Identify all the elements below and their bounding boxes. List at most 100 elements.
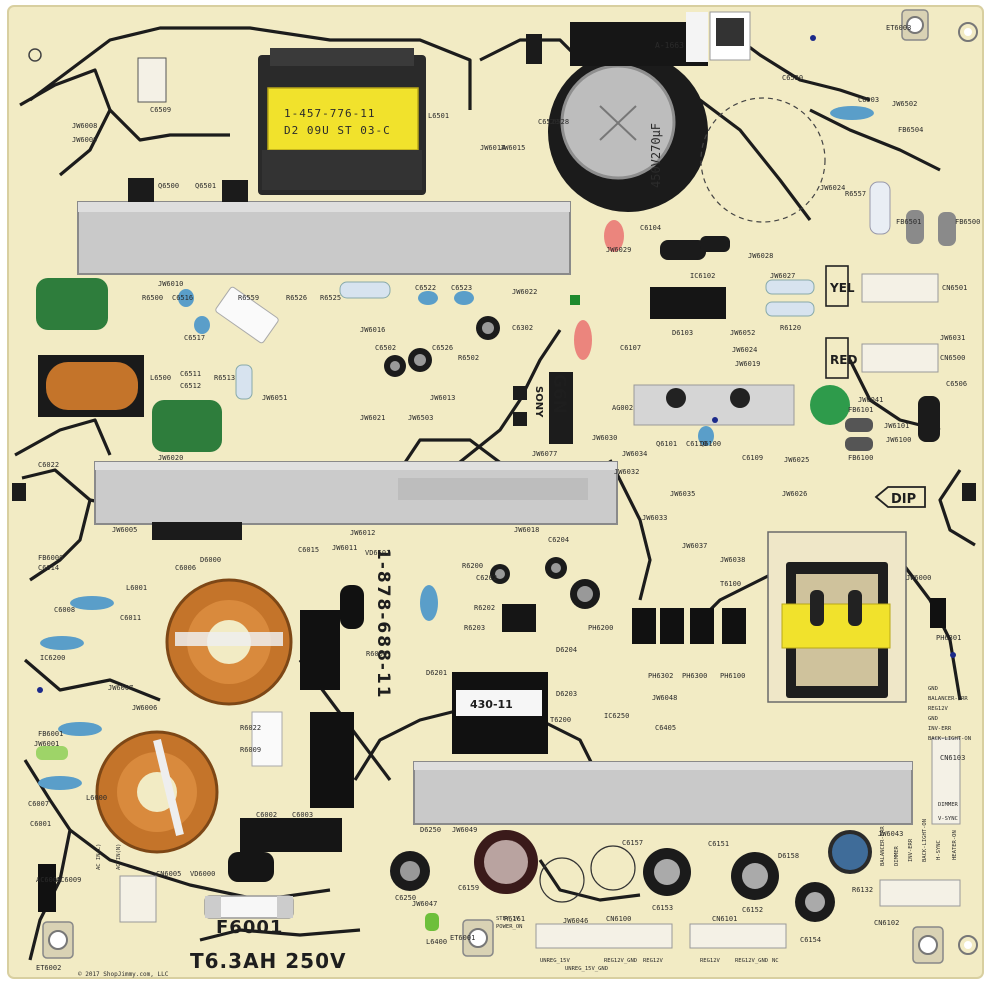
ref-designator: C6204 bbox=[548, 536, 569, 544]
ref-designator: L6501 bbox=[428, 112, 449, 120]
ref-designator: D6201 bbox=[426, 669, 447, 677]
ref-designator: JW6024 bbox=[732, 346, 757, 354]
ref-designator: JW6010 bbox=[158, 280, 183, 288]
board-markers bbox=[12, 35, 976, 693]
connectors bbox=[38, 57, 961, 949]
ref-designator: JW6026 bbox=[782, 490, 807, 498]
main-transformer bbox=[258, 48, 426, 195]
ref-designator: L6000 bbox=[86, 794, 107, 802]
ref-designator: PH6300 bbox=[682, 672, 707, 680]
fuse-reference: F6001 bbox=[216, 917, 283, 938]
fuse-rating: T6.3AH 250V bbox=[190, 949, 346, 973]
axial-resistors bbox=[36, 181, 956, 931]
connector-pin-label: DIMMER bbox=[894, 845, 900, 866]
ref-designator: JW6047 bbox=[412, 900, 437, 908]
heatsinks bbox=[77, 201, 913, 825]
barcode-label: A-1663 bbox=[655, 41, 684, 50]
ref-designator: JW6025 bbox=[784, 456, 809, 464]
y-capacitors bbox=[38, 106, 874, 790]
connector-pin-label: INV-ERR bbox=[908, 838, 914, 862]
ref-designator: PH6301 bbox=[936, 634, 961, 642]
ref-designator: D6000 bbox=[200, 556, 221, 564]
ref-designator: C6509 bbox=[150, 106, 171, 114]
transformer-label-line2: D2 09U ST 03-C bbox=[284, 124, 391, 137]
ref-designator: C6202 bbox=[476, 574, 497, 582]
ref-designator: R6161 bbox=[504, 915, 525, 923]
ref-designator: C6002 bbox=[256, 811, 277, 819]
ref-designator: D6250 bbox=[420, 826, 441, 834]
ref-designator: R6200 bbox=[462, 562, 483, 570]
ref-designator: JW6030 bbox=[592, 434, 617, 442]
ref-designator: PH6100 bbox=[720, 672, 745, 680]
ref-designator: JW6043 bbox=[878, 830, 903, 838]
ref-designator: C6511 bbox=[180, 370, 201, 378]
ref-designator: JW6077 bbox=[532, 450, 557, 458]
connector-pin-label: REG12V_GND bbox=[604, 958, 637, 964]
ref-designator: IC6200 bbox=[40, 654, 65, 662]
ref-designator: JW6031 bbox=[940, 334, 965, 342]
ref-designator: C6302 bbox=[512, 324, 533, 332]
connector-pin-label: BALANCER-ERR bbox=[928, 696, 968, 702]
ref-designator: R6009 bbox=[240, 746, 261, 754]
ref-designator: JW6019 bbox=[735, 360, 760, 368]
ref-designator: JW6007 bbox=[108, 684, 133, 692]
ref-designator: JW6016 bbox=[360, 326, 385, 334]
ref-designator: JW6011 bbox=[332, 544, 357, 552]
ref-designator: JW6014 bbox=[480, 144, 505, 152]
ref-designator: ET6002 bbox=[36, 964, 61, 972]
ref-designator: JW6006 bbox=[132, 704, 157, 712]
ref-designator: AG002 bbox=[612, 404, 633, 412]
ref-designator: R6132 bbox=[852, 886, 873, 894]
standby-transformer bbox=[767, 531, 907, 703]
ref-designator: CN6005 bbox=[156, 870, 181, 878]
ref-designator: JW6020 bbox=[158, 454, 183, 462]
ref-designator: C6151 bbox=[708, 840, 729, 848]
ref-designator: FB6500 bbox=[955, 218, 980, 226]
connector-pin-label: BALANCER-ERR bbox=[880, 826, 886, 866]
power-resistors bbox=[215, 286, 283, 767]
ref-designator: JW6100 bbox=[886, 436, 911, 444]
ref-designator: VD6501 bbox=[365, 549, 390, 557]
ref-designator: C6152 bbox=[742, 906, 763, 914]
relays bbox=[240, 610, 548, 852]
connector-red-label: RED bbox=[830, 353, 857, 367]
adhesive-spots bbox=[574, 220, 624, 360]
ref-designator: T6200 bbox=[550, 716, 571, 724]
connector-pin-label: V-SYNC bbox=[938, 816, 958, 822]
ref-designator: JW6009 bbox=[72, 136, 97, 144]
ref-designator: JW6027 bbox=[770, 272, 795, 280]
ref-designator: FB6501 bbox=[896, 218, 921, 226]
ref-designator: FB6504 bbox=[898, 126, 923, 134]
ref-designator: CN6500 bbox=[940, 354, 965, 362]
ref-designator: JW6012 bbox=[350, 529, 375, 537]
connector-pin-label: HEATER-ON bbox=[952, 830, 958, 860]
connector-pin-label: UNREG_15V_GND bbox=[565, 966, 608, 972]
ref-designator: C6001 bbox=[30, 820, 51, 828]
ref-designator: C6512 bbox=[180, 382, 201, 390]
connector-pin-label: AC IN(N) bbox=[116, 844, 122, 871]
board-part-number: 1-878-688-11 bbox=[373, 548, 393, 700]
connector-pin-label: BACK-LIGHT-ON bbox=[928, 736, 971, 742]
model-mark-block bbox=[513, 372, 573, 444]
ref-designator: C6153 bbox=[652, 904, 673, 912]
ref-designator: JW6052 bbox=[730, 329, 755, 337]
brand-mark: SONY bbox=[533, 386, 544, 418]
ref-designator: FB6101 bbox=[848, 406, 873, 414]
connector-pin-label: BACK-LIGHT-ON bbox=[922, 819, 928, 862]
transformer-label-line1: 1-457-776-11 bbox=[284, 107, 375, 120]
ref-designator: C6159 bbox=[458, 884, 479, 892]
ref-designator: T6100 bbox=[720, 580, 741, 588]
ref-designator: JW6008 bbox=[72, 122, 97, 130]
ref-designator: C6154 bbox=[800, 936, 821, 944]
bulk-capacitor bbox=[548, 52, 708, 212]
ref-designator: C6526 bbox=[432, 344, 453, 352]
connector-pin-label: REG12V bbox=[928, 706, 949, 712]
toroid-chokes bbox=[38, 355, 293, 854]
ref-designator: VD6000 bbox=[190, 870, 215, 878]
ref-designator: L6001 bbox=[126, 584, 147, 592]
ref-designator: C6506 bbox=[946, 380, 967, 388]
ref-designator: C6022 bbox=[38, 461, 59, 469]
ref-designator: C6529 bbox=[538, 118, 559, 126]
